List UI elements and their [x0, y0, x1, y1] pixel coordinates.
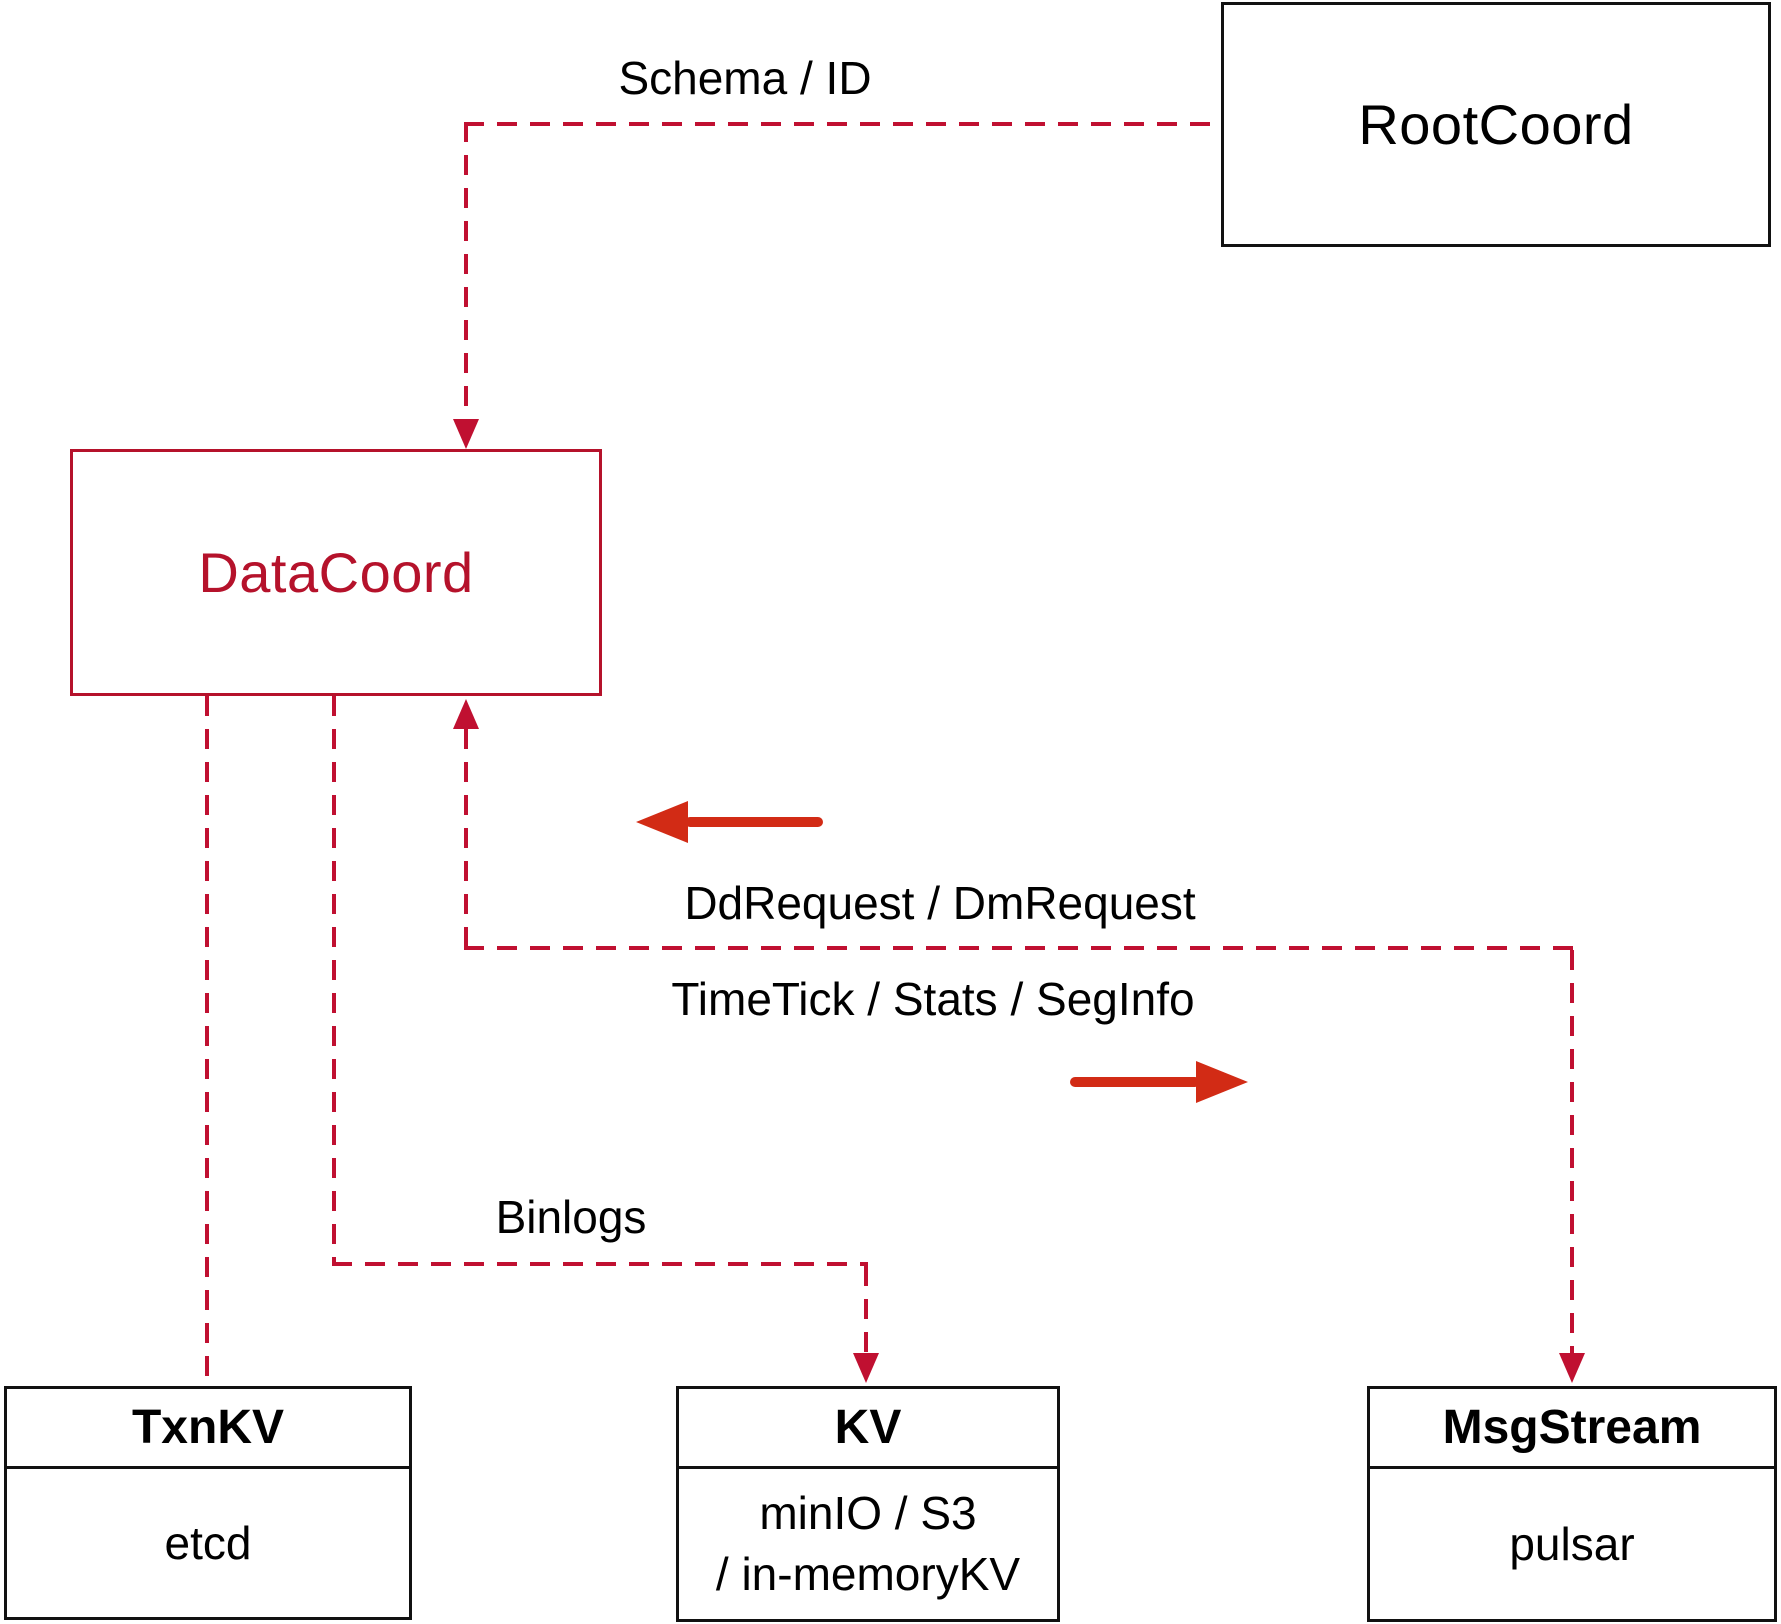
msgstream-title: MsgStream: [1370, 1389, 1774, 1469]
kv-title: KV: [679, 1389, 1057, 1469]
edge-msgstream-horizontal: [464, 946, 1576, 950]
direction-arrow-left-head-icon: [636, 801, 688, 843]
node-msgstream: MsgStream pulsar: [1367, 1386, 1777, 1622]
node-kv: KV minIO / S3 / in-memoryKV: [676, 1386, 1060, 1622]
direction-arrow-left-icon: [685, 817, 823, 827]
rootcoord-title: RootCoord: [1358, 93, 1634, 156]
txnkv-body: etcd: [164, 1516, 252, 1569]
arrowhead-into-kv-icon: [853, 1353, 879, 1383]
edge-txnkv-vertical: [205, 696, 209, 1386]
kv-body-line2: / in-memoryKV: [715, 1548, 1021, 1600]
direction-arrow-right-icon: [1070, 1077, 1200, 1087]
edge-msgstream-vertical-left: [464, 729, 468, 946]
msgstream-body: pulsar: [1509, 1517, 1635, 1570]
txnkv-title: TxnKV: [7, 1389, 409, 1469]
kv-body: minIO / S3 / in-memoryKV: [679, 1469, 1057, 1619]
node-txnkv: TxnKV etcd: [4, 1386, 412, 1620]
edge-label-ddrequest-dmrequest: DdRequest / DmRequest: [684, 877, 1196, 929]
arrowhead-into-datacoord-top-icon: [453, 419, 479, 449]
edge-label-binlogs: Binlogs: [495, 1191, 647, 1243]
node-rootcoord: RootCoord: [1221, 2, 1771, 247]
edge-schema-vertical: [464, 122, 468, 419]
edge-label-schema-id: Schema / ID: [618, 52, 872, 104]
arrowhead-into-msgstream-icon: [1559, 1353, 1585, 1383]
edge-label-timetick-stats-seginfo: TimeTick / Stats / SegInfo: [671, 973, 1195, 1025]
edge-binlogs-horizontal: [332, 1262, 868, 1266]
edge-schema-horizontal: [464, 122, 1221, 126]
direction-arrow-right-head-icon: [1196, 1061, 1248, 1103]
edge-binlogs-vertical-left: [332, 696, 336, 1262]
arrowhead-into-datacoord-bottom-icon: [453, 699, 479, 729]
datacoord-title: DataCoord: [198, 541, 474, 604]
edge-binlogs-vertical-right: [864, 1266, 868, 1353]
kv-body-line1: minIO / S3: [759, 1487, 977, 1540]
node-datacoord: DataCoord: [70, 449, 602, 696]
edge-msgstream-vertical-right: [1570, 950, 1574, 1353]
